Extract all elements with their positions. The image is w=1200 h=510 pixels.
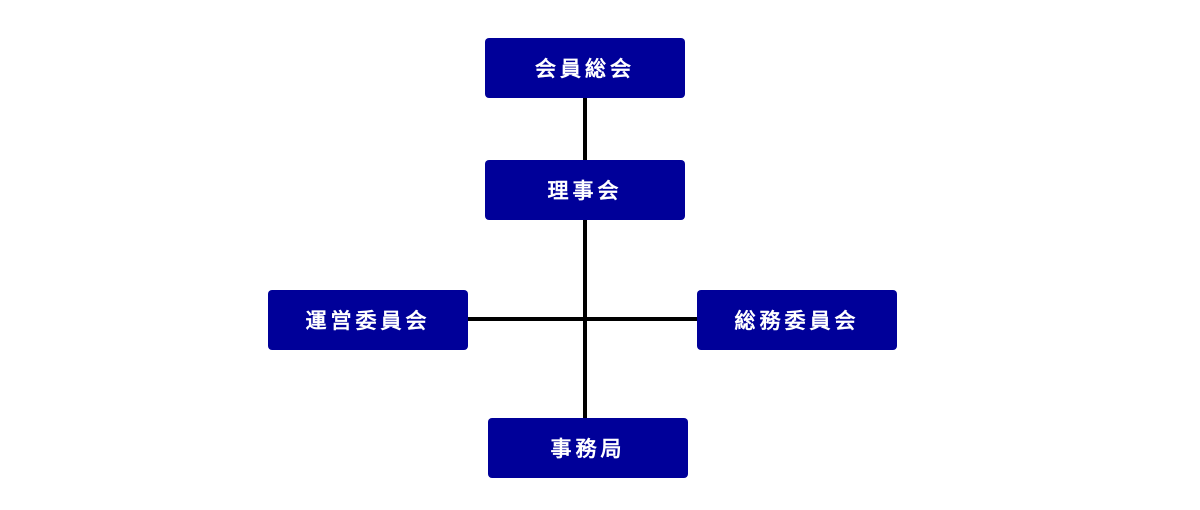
node-general-affairs-committee-label: 総務委員会 <box>734 309 860 333</box>
node-operations-committee: 運営委員会 <box>268 290 468 350</box>
node-general-affairs-committee: 総務委員会 <box>697 290 897 350</box>
node-secretariat: 事務局 <box>488 418 688 478</box>
connector-assembly-to-board <box>583 97 587 161</box>
node-board: 理事会 <box>485 160 685 220</box>
node-general-assembly: 会員総会 <box>485 38 685 98</box>
node-secretariat-label: 事務局 <box>550 437 626 461</box>
node-board-label: 理事会 <box>547 179 623 203</box>
node-general-assembly-label: 会員総会 <box>535 57 635 81</box>
node-operations-committee-label: 運営委員会 <box>305 309 431 333</box>
connector-horizontal-committees <box>467 317 698 321</box>
